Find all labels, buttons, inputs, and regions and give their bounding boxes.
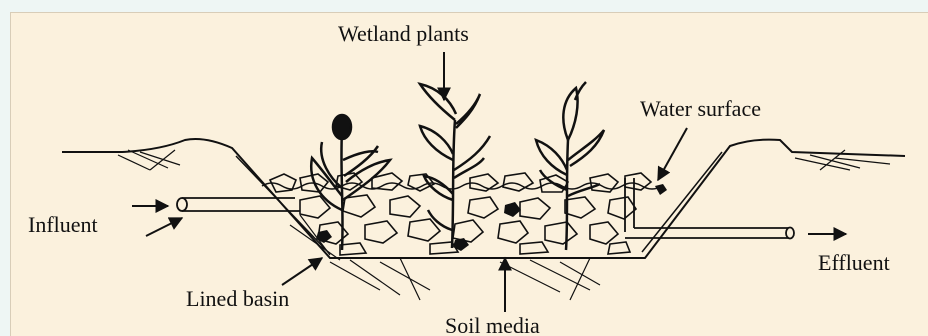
influent-arrow-lower — [146, 218, 182, 236]
water-surface-arrow — [658, 128, 687, 180]
soil-media-label: Soil media — [445, 313, 540, 335]
dark-stones — [316, 184, 667, 251]
effluent-pipe — [625, 178, 794, 239]
influent-label: Influent — [28, 212, 98, 237]
wetland-plants-label: Wetland plants — [338, 21, 469, 46]
water-surface-label: Water surface — [640, 96, 761, 121]
lined-basin-arrow — [282, 258, 322, 285]
lined-basin-label: Lined basin — [186, 286, 289, 311]
effluent-label: Effluent — [818, 250, 890, 275]
